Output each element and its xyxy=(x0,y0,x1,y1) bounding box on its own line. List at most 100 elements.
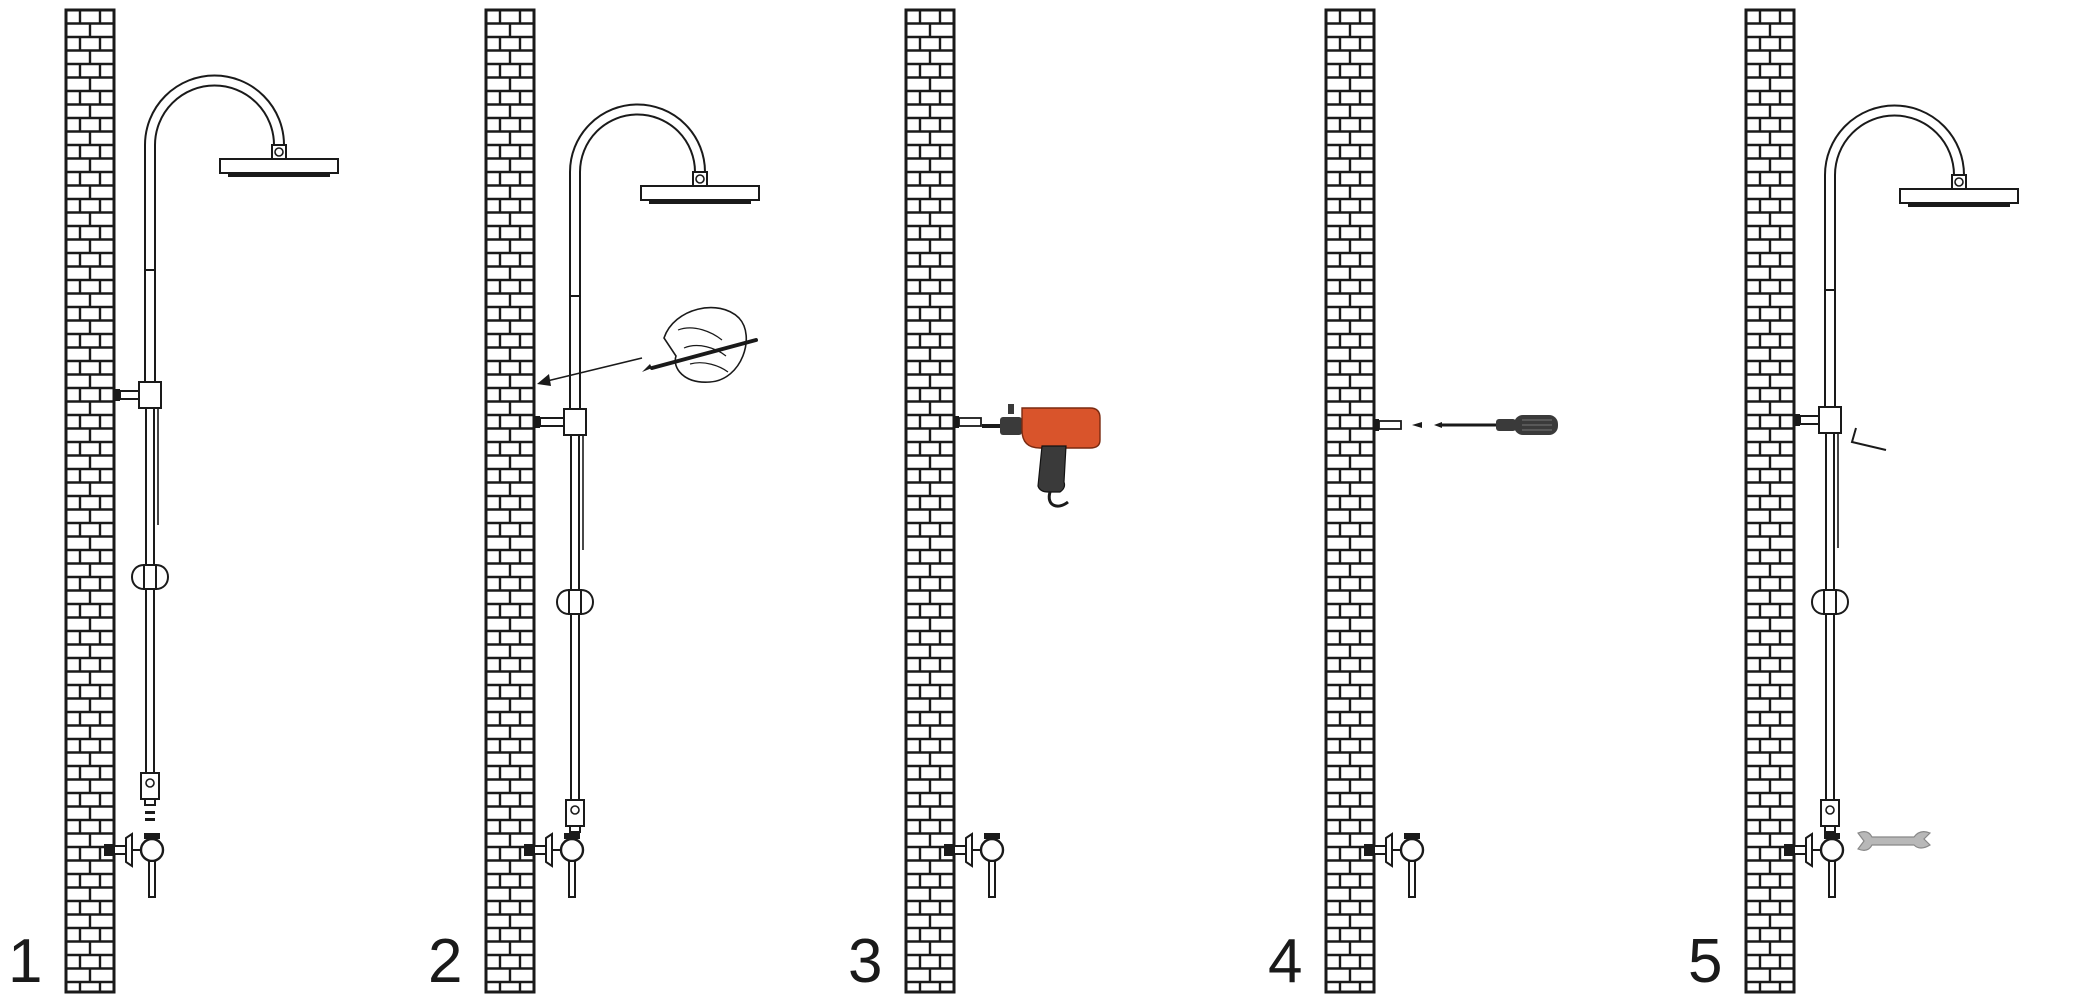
mixer-valve xyxy=(524,832,585,898)
brick-wall xyxy=(1744,8,1796,994)
riser-pipe xyxy=(569,295,581,411)
valve-body xyxy=(1399,837,1425,863)
valve-collar xyxy=(125,832,133,868)
drill-grip xyxy=(1037,445,1067,493)
connector-screw xyxy=(145,778,155,788)
valve-top-nut xyxy=(1404,833,1420,839)
pencil-tip xyxy=(642,364,652,372)
valve-top-nut xyxy=(1824,833,1840,839)
bracket-clamp xyxy=(138,381,162,409)
valve-stem xyxy=(1373,845,1387,855)
brick-wall xyxy=(484,8,536,994)
bracket-clamp xyxy=(1818,406,1842,434)
drill-bit xyxy=(982,424,1002,428)
valve-lever xyxy=(1828,860,1836,898)
wall-plug xyxy=(954,416,982,428)
riser-pipe xyxy=(144,269,156,386)
bracket-wall-plate xyxy=(114,389,120,401)
wall-flange xyxy=(944,844,954,856)
bracket-wall-plate xyxy=(1794,414,1800,426)
shower-head xyxy=(640,185,760,201)
shower-arm-inner xyxy=(1834,114,1955,290)
slider-collar xyxy=(1823,589,1837,615)
valve-stem xyxy=(113,845,127,855)
brick-mortar-lines xyxy=(66,10,114,992)
connector-nut xyxy=(144,799,156,806)
shower-head xyxy=(219,158,339,174)
wall-outline xyxy=(64,8,116,994)
slider-collar xyxy=(568,589,582,615)
shower-head-nozzles xyxy=(228,173,330,177)
step-1-number: 1 xyxy=(8,927,43,996)
power-cord xyxy=(1047,491,1069,508)
pencil-hand-icon xyxy=(642,306,758,383)
mixer-valve xyxy=(944,832,1005,898)
valve-lever xyxy=(568,860,576,898)
shower-column xyxy=(1794,104,2019,833)
screwdriver-tip xyxy=(1434,422,1442,428)
step-1-drawing xyxy=(64,8,339,994)
shower-arm-outer xyxy=(1824,104,1965,290)
arrow-head xyxy=(537,374,551,386)
step-3-number: 3 xyxy=(848,927,883,996)
mixer-valve xyxy=(104,832,165,898)
valve-collar xyxy=(1385,832,1393,868)
step-2-panel: 2 xyxy=(420,0,840,995)
bracket-wall-plate xyxy=(534,416,540,428)
plug-body xyxy=(958,417,982,427)
hand-shower-slider xyxy=(556,589,594,615)
wall-outline xyxy=(1744,8,1796,994)
step-4-panel: 4 xyxy=(1260,0,1680,995)
valve-lever xyxy=(988,860,996,898)
pencil xyxy=(650,338,758,370)
shower-head xyxy=(1899,188,2019,204)
valve-top-nut xyxy=(984,833,1000,839)
valve-stem xyxy=(1793,845,1807,855)
brick-wall xyxy=(1324,8,1376,994)
valve-body xyxy=(559,837,585,863)
valve-collar xyxy=(545,832,553,868)
screwdriver-collar xyxy=(1496,419,1516,431)
hand-outline xyxy=(663,306,748,383)
wall-plug xyxy=(1374,419,1402,431)
step-3-drawing xyxy=(904,8,1101,994)
shower-arm-inner xyxy=(579,113,696,296)
step-2-number: 2 xyxy=(428,927,463,996)
finger-lines xyxy=(677,327,729,373)
hand-shower-slider xyxy=(131,564,169,590)
mixer-valve xyxy=(1364,832,1425,898)
brick-wall xyxy=(64,8,116,994)
shower-column xyxy=(114,74,339,821)
bracket-clamp xyxy=(563,408,587,436)
valve-body xyxy=(979,837,1005,863)
washer-bottom xyxy=(145,818,155,821)
mixer-valve xyxy=(1784,832,1845,898)
shower-head-nozzles xyxy=(649,200,751,204)
shower-arm-outer xyxy=(144,74,285,270)
connector-screw xyxy=(1825,805,1835,815)
shower-column xyxy=(534,103,760,833)
bracket-arm xyxy=(1799,415,1821,425)
plug-flange xyxy=(1374,419,1379,431)
drill-chuck xyxy=(1000,417,1022,435)
riser-pipe xyxy=(1824,289,1836,409)
shower-arm-outer xyxy=(569,103,706,296)
marking-arrow xyxy=(537,357,643,386)
shower-head-nozzles xyxy=(1908,203,2010,207)
bracket-angle-mark xyxy=(1850,427,1887,451)
valve-collar xyxy=(1805,832,1813,868)
bracket-arm xyxy=(539,417,566,427)
wall-outline xyxy=(904,8,956,994)
handle-grip-lines xyxy=(1522,419,1552,431)
wrench-body xyxy=(1857,831,1932,851)
wall-outline xyxy=(1324,8,1376,994)
wall-outline xyxy=(484,8,536,994)
drill-body xyxy=(1021,407,1101,449)
valve-lever xyxy=(1408,860,1416,898)
brick-wall xyxy=(904,8,956,994)
brick-mortar-lines xyxy=(1326,10,1374,992)
brick-mortar-lines xyxy=(1746,10,1794,992)
step-5-panel: 5 xyxy=(1680,0,2098,995)
arrow-line xyxy=(546,357,643,382)
